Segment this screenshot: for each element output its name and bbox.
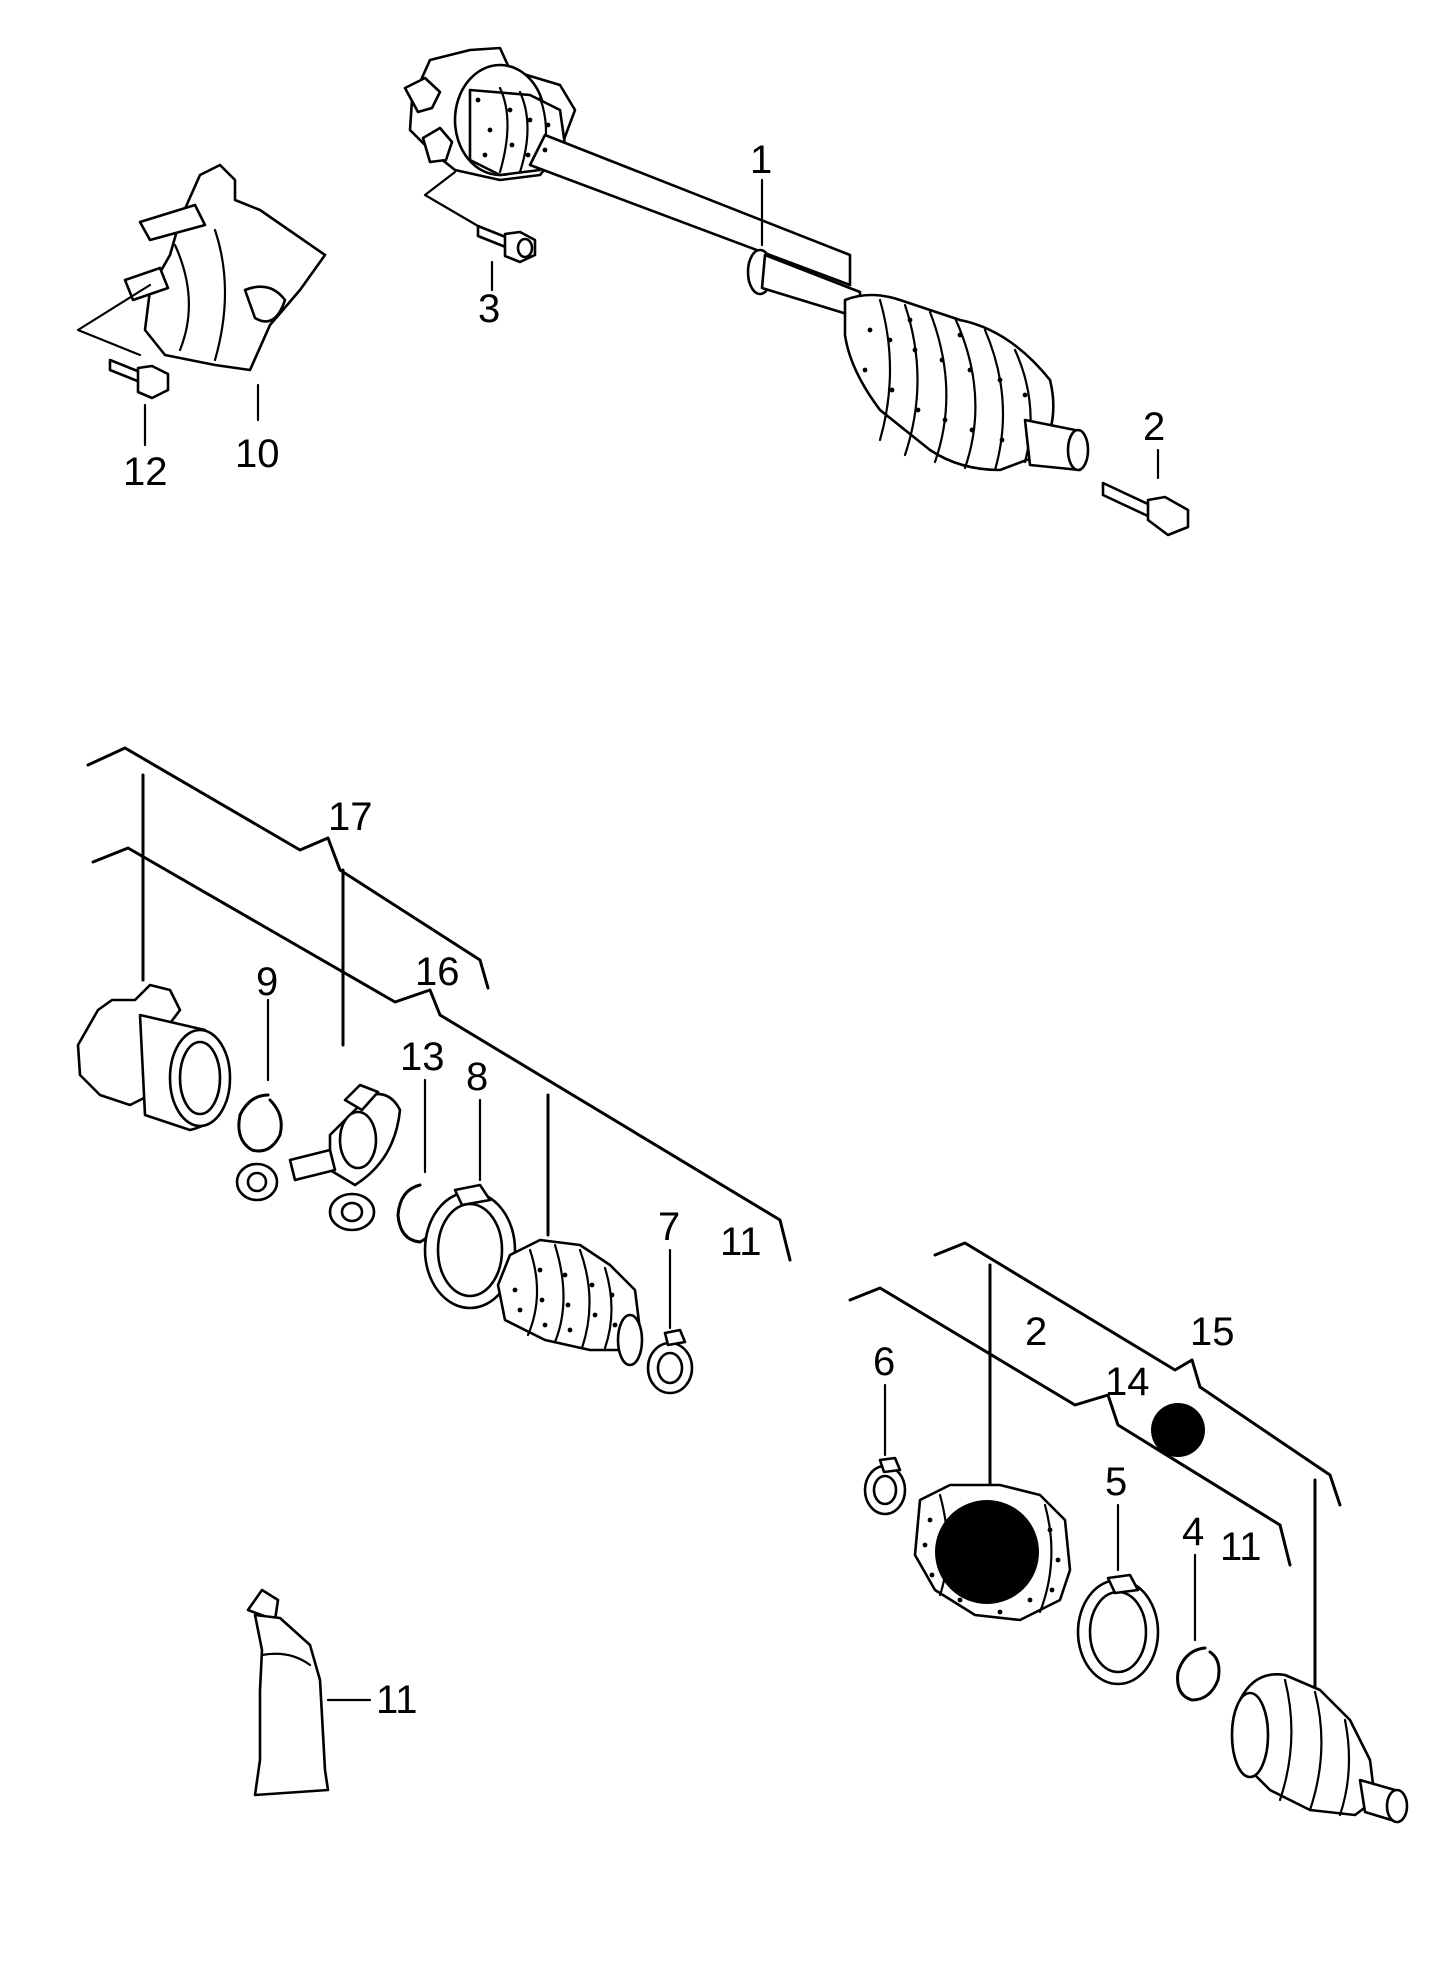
callout-10: 10 (235, 432, 280, 476)
tripod-icon (235, 1083, 402, 1232)
clamp-large-icon (1076, 1573, 1160, 1686)
bracket-14 (848, 1286, 1292, 1567)
boot-left (496, 1238, 644, 1367)
drive-shaft (403, 46, 1090, 472)
bolt-icon (108, 358, 170, 400)
clamp-small-icon (646, 1328, 694, 1395)
callout-6: 6 (873, 1340, 895, 1384)
bolt-icon (476, 224, 537, 264)
callout-2: 2 (1143, 405, 1165, 449)
heat-shield (123, 163, 327, 372)
callout-7: 7 (658, 1205, 680, 1249)
clamp-small-icon (863, 1456, 907, 1516)
callout-9: 9 (256, 960, 278, 1004)
callout-8: 8 (466, 1055, 488, 1099)
grease-packet-icon (1151, 1403, 1205, 1457)
bolt-icon (1101, 481, 1190, 537)
callout-2-right: 2 (1025, 1310, 1047, 1354)
circlip-icon (237, 1093, 283, 1153)
callout-14: 14 (1105, 1360, 1150, 1404)
clamp-large-icon (423, 1183, 517, 1310)
callout-3: 3 (478, 287, 500, 331)
boot-highlight-icon (935, 1500, 1039, 1604)
callout-16: 16 (415, 950, 460, 994)
callout-12: 12 (123, 450, 168, 494)
outer-joint (1230, 1672, 1409, 1824)
bracket-16 (91, 846, 792, 1262)
callout-17: 17 (328, 795, 373, 839)
grease-tube-icon (246, 1588, 330, 1797)
callout-15: 15 (1190, 1310, 1235, 1354)
callout-13: 13 (400, 1035, 445, 1079)
callout-11-right: 11 (1220, 1525, 1262, 1569)
bracket-15 (933, 1241, 1342, 1702)
callout-11-tube: 11 (376, 1678, 418, 1722)
circlip-icon (1176, 1646, 1221, 1702)
callout-5: 5 (1105, 1460, 1127, 1504)
callout-4: 4 (1182, 1510, 1204, 1554)
callout-1: 1 (750, 138, 772, 182)
callout-11-left: 11 (720, 1220, 762, 1264)
joint-housing (76, 983, 232, 1132)
